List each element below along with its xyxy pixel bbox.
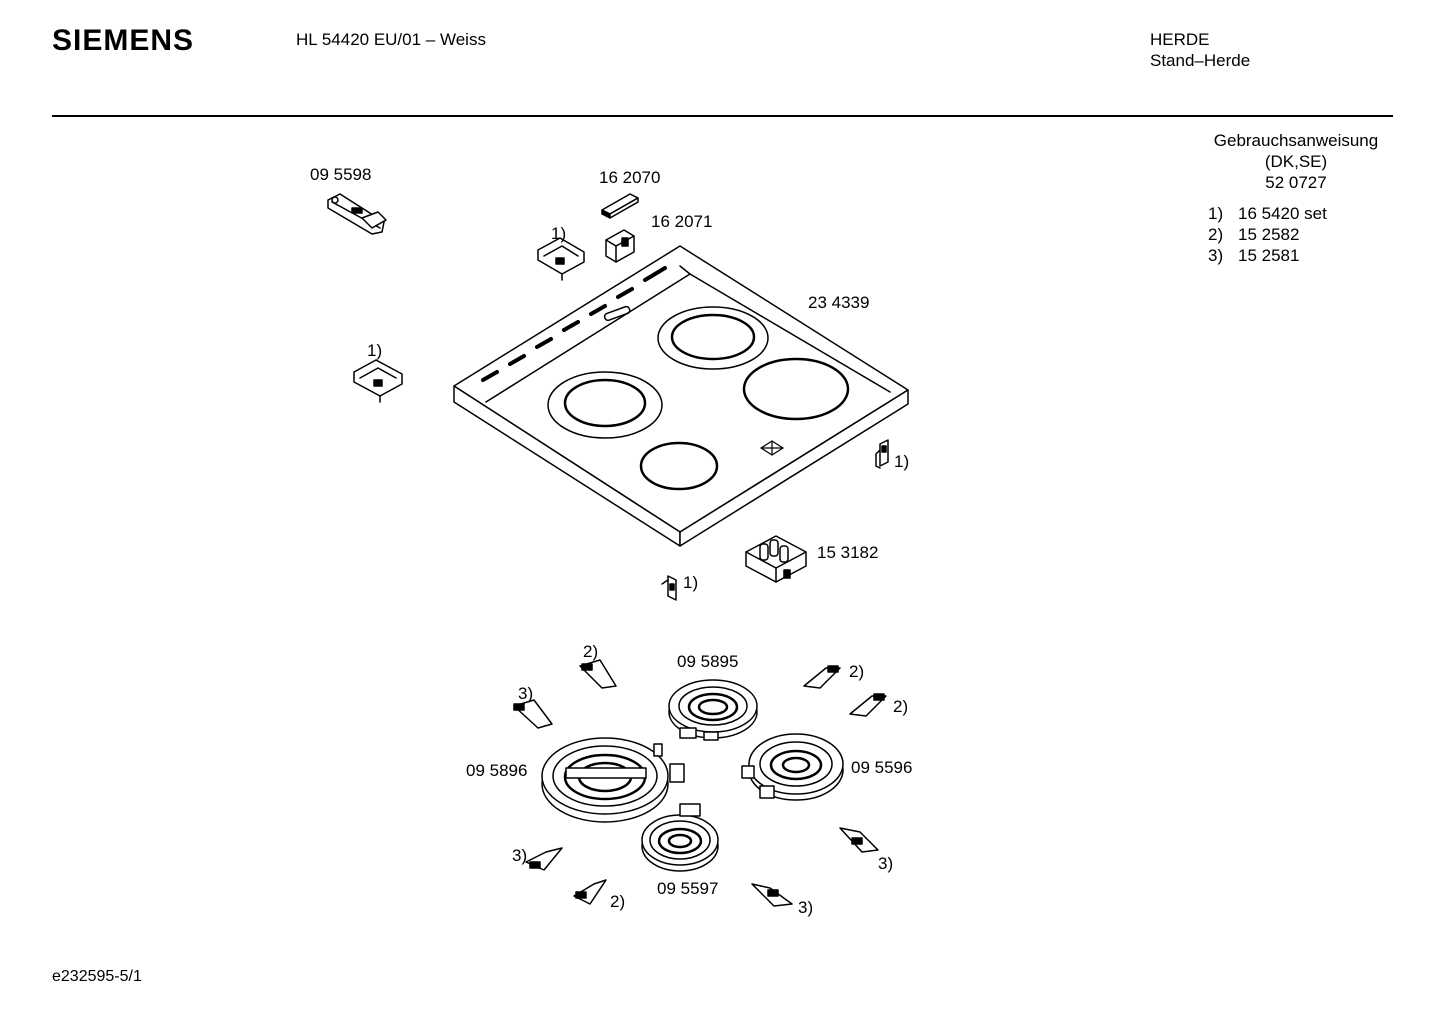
heating-element-095597-part — [641, 803, 719, 872]
ref-label-3: 3) — [878, 854, 894, 873]
mounting-bracket-left-part — [353, 359, 403, 403]
ref-label-3: 3) — [518, 684, 534, 703]
clip-3-bottom-right — [839, 827, 879, 853]
mounting-bracket-top-part — [537, 237, 585, 281]
heating-element-095896-part — [541, 737, 685, 823]
clip-162071-part — [605, 229, 635, 263]
part-label-095597: 09 5597 — [657, 879, 719, 898]
cooking-zone-rear — [657, 306, 769, 370]
clip-3-bottom-center — [751, 883, 793, 907]
part-label-095596: 09 5596 — [851, 758, 913, 777]
clip-3-left — [513, 699, 553, 729]
manual-languages: (DK,SE) — [1264, 152, 1328, 171]
clip-2-top — [579, 659, 617, 689]
cooking-zone-right — [742, 357, 850, 421]
clip-bottom-part — [661, 575, 677, 601]
legend-row: 1) 16 5420 set — [1208, 203, 1327, 224]
clip-3-bottom-left — [525, 847, 563, 871]
part-label-095896: 09 5896 — [466, 761, 528, 780]
manual-title: Gebrauchsanweisung — [1213, 131, 1379, 150]
ref-label-1: 1) — [894, 452, 910, 471]
part-label-095895: 09 5895 — [677, 652, 739, 671]
ref-label-1: 1) — [683, 573, 699, 592]
bracket-095598-part — [327, 193, 387, 235]
legend-key: 1) — [1208, 204, 1224, 223]
header-divider — [52, 115, 1393, 117]
parts-legend: 1) 16 5420 set 2) 15 2582 3) 15 2581 — [1208, 203, 1327, 266]
model-title: HL 54420 EU/01 – Weiss — [296, 30, 486, 49]
clip-2-upper-right — [803, 665, 841, 689]
legend-value: 15 2582 — [1238, 225, 1300, 244]
heating-element-095596-part — [741, 733, 844, 801]
ref-label-2: 2) — [893, 697, 909, 716]
heating-element-095895-part — [668, 679, 758, 741]
ref-label-2: 2) — [610, 892, 626, 911]
clip-162070-part — [601, 193, 639, 219]
document-code: e232595-5/1 — [52, 968, 142, 985]
part-label-095598: 09 5598 — [310, 165, 372, 184]
cooking-zone-front — [639, 441, 719, 491]
brand-logo: SIEMENS — [52, 24, 195, 57]
legend-row: 3) 15 2581 — [1208, 245, 1327, 266]
part-label-162071: 16 2071 — [651, 212, 713, 231]
manual-number: 52 0727 — [1265, 173, 1327, 192]
legend-value: 16 5420 set — [1238, 204, 1327, 223]
part-label-153182: 15 3182 — [817, 543, 879, 562]
part-label-162070: 16 2070 — [599, 168, 661, 187]
legend-row: 2) 15 2582 — [1208, 224, 1327, 245]
clip-2-right — [849, 693, 887, 717]
ref-label-2: 2) — [583, 642, 599, 661]
part-label-234339: 23 4339 — [808, 293, 870, 312]
ref-label-2: 2) — [849, 662, 865, 681]
legend-value: 15 2581 — [1238, 246, 1300, 265]
cooking-zone-left — [547, 371, 663, 439]
legend-key: 3) — [1208, 246, 1224, 265]
clip-2-bottom — [573, 879, 607, 905]
cooktop-panel — [453, 245, 909, 547]
legend-key: 2) — [1208, 225, 1224, 244]
ref-label-3: 3) — [798, 898, 814, 917]
energy-regulator-part — [745, 535, 807, 583]
ref-label-3: 3) — [512, 846, 528, 865]
clip-right-part — [875, 439, 889, 469]
category-primary: HERDE — [1150, 30, 1210, 49]
category-secondary: Stand–Herde — [1150, 51, 1251, 70]
ref-label-1: 1) — [551, 224, 567, 243]
manual-info: Gebrauchsanweisung (DK,SE) 52 0727 — [1186, 130, 1406, 193]
four-zone-symbol — [760, 440, 784, 456]
ref-label-1: 1) — [367, 341, 383, 360]
